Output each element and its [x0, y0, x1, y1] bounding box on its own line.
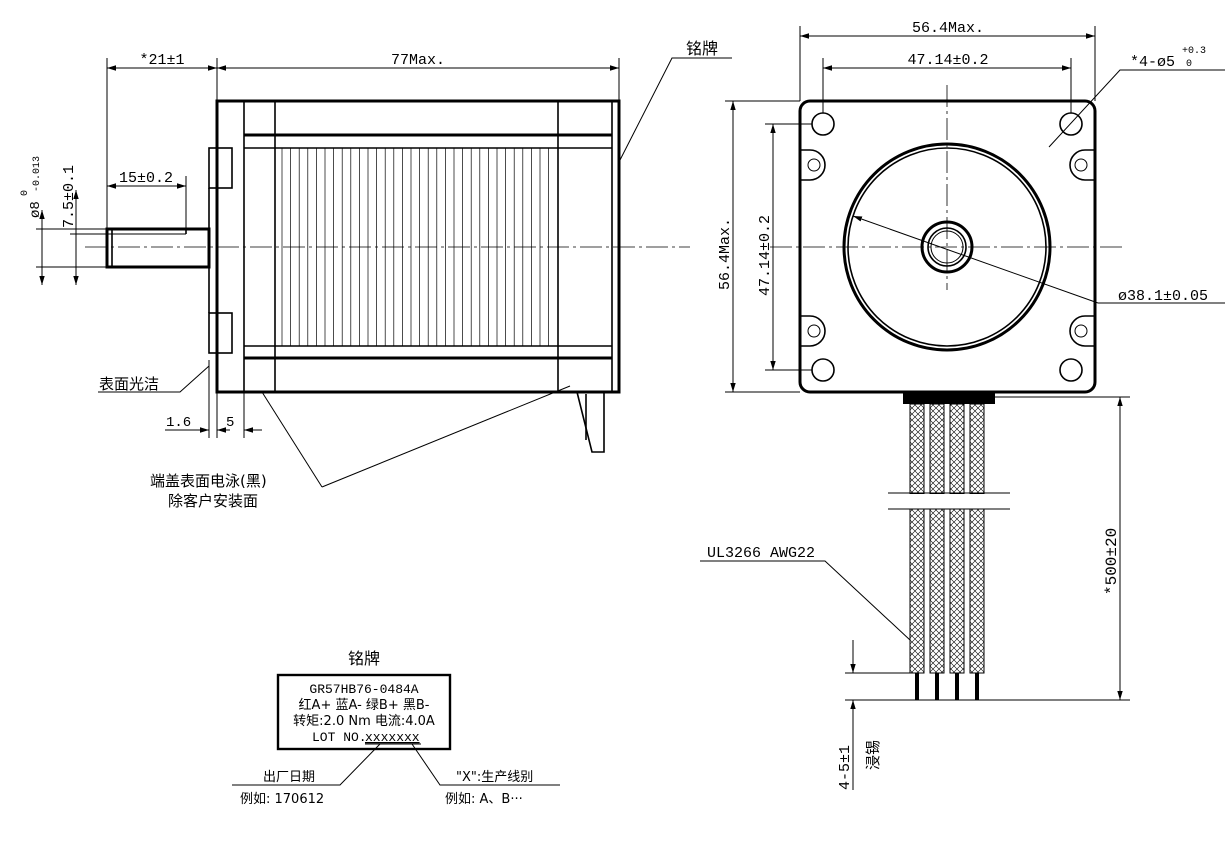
endcap-coating-label: 端盖表面电泳(黑)	[150, 472, 267, 490]
line-code-example: 例如: A、B···	[445, 791, 523, 807]
lamination-fins	[281, 148, 549, 346]
dim-overall-height: 56.4Max.	[717, 218, 734, 290]
pilot-boss	[842, 142, 1052, 352]
nameplate-wiring: 红A+ 蓝A- 绿B+ 黑B-	[299, 697, 430, 713]
nameplate-box	[276, 673, 452, 751]
dim-flat-length: 15±0.2	[119, 170, 173, 187]
side-view: *21±1 77Max. 铭牌 15±0.2 ø8 0 -0.013 7.5±0…	[20, 39, 732, 510]
tinned-label: 浸锡	[864, 740, 882, 770]
dim-mount-holes-tol-upper: +0.3	[1182, 46, 1206, 57]
dim-mount-holes-tol-lower: 0	[1186, 59, 1192, 70]
dim-boss-height: 1.6	[166, 415, 191, 431]
endcap-coating-note: 除客户安装面	[168, 492, 258, 510]
shaft-end	[920, 220, 974, 274]
motor-body-outline	[215, 99, 621, 394]
nameplate-leader	[618, 57, 732, 163]
dim-mount-holes: *4-ø5	[1130, 54, 1175, 71]
nameplate-ratings: 转矩:2.0 Nm 电流:4.0A	[293, 714, 435, 729]
mount-hole-br	[1059, 358, 1083, 382]
dim-pilot-dia: ø38.1±0.05	[1118, 288, 1208, 305]
dim-overall-width: 56.4Max.	[912, 20, 984, 37]
dim-shaft-dia-tol-lower: -0.013	[32, 156, 43, 192]
nameplate-callout: 铭牌	[686, 39, 718, 58]
surface-finish-label: 表面光洁	[99, 375, 159, 393]
dim-flange-thickness: 5	[226, 415, 234, 431]
dim-shaft-dia-tol-upper: 0	[20, 190, 31, 196]
wire-leads	[909, 403, 985, 700]
dim-hole-spacing-v: 47.14±0.2	[757, 215, 774, 296]
front-view: 56.4Max. 47.14±0.2 *4-ø5 +0.3 0 56.4Max.…	[700, 20, 1225, 790]
nameplate-lot-label: LOT NO.	[312, 730, 367, 745]
dim-shaft-dia: ø8	[28, 201, 44, 218]
date-label: 出厂日期	[263, 770, 315, 785]
dim-lead-length: *500±20	[1103, 528, 1121, 595]
dim-shaft-length: *21±1	[139, 52, 184, 69]
cable-spec-label: UL3266 AWG22	[707, 545, 815, 562]
nameplate-lot-value: xxxxxxx	[365, 730, 420, 745]
mount-hole-bl	[811, 358, 835, 382]
nameplate-model: GR57HB76-0484A	[309, 682, 418, 697]
cable-exit-block	[903, 392, 995, 404]
nameplate-title: 铭牌	[348, 649, 380, 668]
dim-flat-depth: 7.5±0.1	[61, 165, 78, 228]
line-code-label: "X":生产线别	[456, 770, 533, 785]
mount-hole-tl	[811, 112, 835, 136]
dim-body-length: 77Max.	[391, 52, 445, 69]
dim-hole-spacing-h: 47.14±0.2	[907, 52, 988, 69]
dim-tinned-length: 4-5±1	[837, 745, 854, 790]
date-example: 例如: 170612	[240, 791, 324, 807]
shaft	[105, 227, 211, 269]
nameplate-detail: 铭牌 GR57HB76-0484A 红A+ 蓝A- 绿B+ 黑B- 转矩:2.0…	[232, 649, 560, 807]
